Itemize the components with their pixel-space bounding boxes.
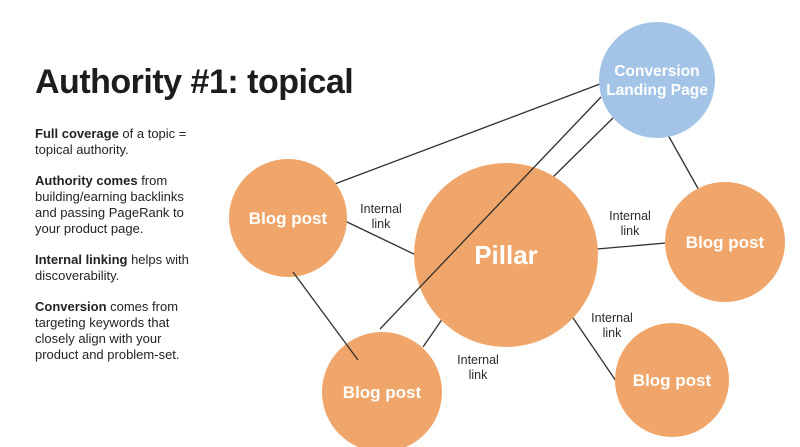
label-blog-left-pillar-text: Internal	[360, 202, 402, 216]
label-blog-left-pillar-text: link	[372, 217, 392, 231]
label-pillar-blog-bottom-right-text: link	[603, 326, 623, 340]
node-circle-pillar	[414, 163, 598, 347]
note-rest-text: from building/earning backlinks and pass…	[35, 173, 184, 236]
edge-conversion-to-blog-right	[667, 134, 701, 193]
note-rest-text: helps with discoverability.	[35, 252, 189, 283]
node-circle-conversion	[599, 22, 715, 138]
edge-pillar-to-blog-bottom-right	[570, 314, 617, 382]
label-pillar-blog-bottom-text: link	[469, 368, 489, 382]
edge-blog-left-to-pillar	[344, 220, 421, 258]
label-pillar-blog-bottom-right-text: Internal	[591, 311, 633, 325]
note-rest-text: of a topic = topical authority.	[35, 126, 187, 157]
note-internal-linking: Internal linking helps with discoverabil…	[35, 252, 207, 284]
node-blog-bottom-right: Blog post	[615, 323, 729, 437]
label-pillar-blog-bottom-text: Internal	[457, 353, 499, 367]
node-label-blog-bottom-right: Blog post	[633, 371, 712, 390]
note-bold-text: Conversion	[35, 299, 107, 314]
node-circle-blog-right	[665, 182, 785, 302]
edge-blog-left-to-blog-bottom	[292, 271, 359, 361]
note-bold-text: Authority comes	[35, 173, 138, 188]
node-label-blog-left: Blog post	[249, 209, 328, 228]
node-label-blog-right: Blog post	[686, 233, 765, 252]
note-authority: Authority comes from building/earning ba…	[35, 173, 207, 237]
label-pillar-blog-right-text: Internal	[609, 209, 651, 223]
node-label-pillar: Pillar	[474, 240, 538, 270]
note-rest-text: comes from targeting keywords that close…	[35, 299, 180, 362]
edge-conversion-to-blog-bottom	[379, 96, 602, 330]
note-conversion: Conversion comes from targeting keywords…	[35, 299, 207, 363]
edge-blog-left-to-conversion	[331, 83, 601, 186]
node-blog-bottom: Blog post	[322, 332, 442, 447]
edge-pillar-to-blog-bottom	[422, 317, 444, 348]
edge-conversion-to-pillar	[551, 117, 614, 179]
note-full-coverage: Full coverage of a topic = topical autho…	[35, 126, 207, 158]
node-blog-right: Blog post	[665, 182, 785, 302]
node-label-blog-bottom: Blog post	[343, 383, 422, 402]
note-bold-text: Internal linking	[35, 252, 128, 267]
label-pillar-blog-right-text: link	[621, 224, 641, 238]
note-bold-text: Full coverage	[35, 126, 119, 141]
edge-pillar-to-blog-right	[596, 242, 667, 250]
node-circle-blog-bottom	[322, 332, 442, 447]
node-pillar: Pillar	[414, 163, 598, 347]
node-label-conversion: Conversion	[614, 63, 699, 80]
notes-panel: Full coverage of a topic = topical autho…	[35, 126, 207, 378]
node-blog-left: Blog post	[229, 159, 347, 277]
node-circle-blog-left	[229, 159, 347, 277]
node-circle-blog-bottom-right	[615, 323, 729, 437]
page-title: Authority #1: topical	[35, 62, 354, 101]
node-label-conversion: Landing Page	[606, 82, 708, 99]
